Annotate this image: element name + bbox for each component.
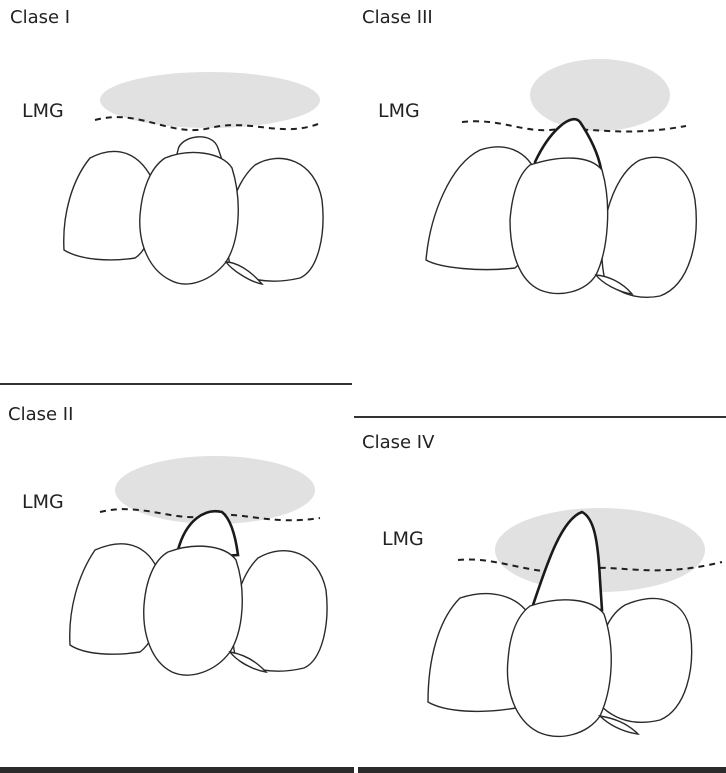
- central-tooth-crown: [510, 158, 608, 293]
- right-tooth: [233, 551, 327, 671]
- central-tooth-crown: [507, 600, 611, 736]
- central-tooth-crown: [140, 153, 238, 284]
- bottom-rule-right: [358, 767, 726, 773]
- divider-right: [354, 416, 726, 418]
- bottom-rule-left: [0, 767, 354, 773]
- right-tooth: [602, 157, 696, 297]
- diagram-clase-iv: [360, 420, 726, 760]
- right-tooth: [227, 158, 323, 281]
- divider-left: [0, 383, 352, 385]
- diagram-clase-i: [0, 0, 360, 380]
- diagram-clase-ii: [0, 390, 360, 770]
- gingiva-shading: [100, 72, 320, 128]
- gingiva-shading: [530, 59, 670, 131]
- central-tooth-crown: [144, 546, 243, 675]
- diagram-clase-iii: [360, 0, 726, 400]
